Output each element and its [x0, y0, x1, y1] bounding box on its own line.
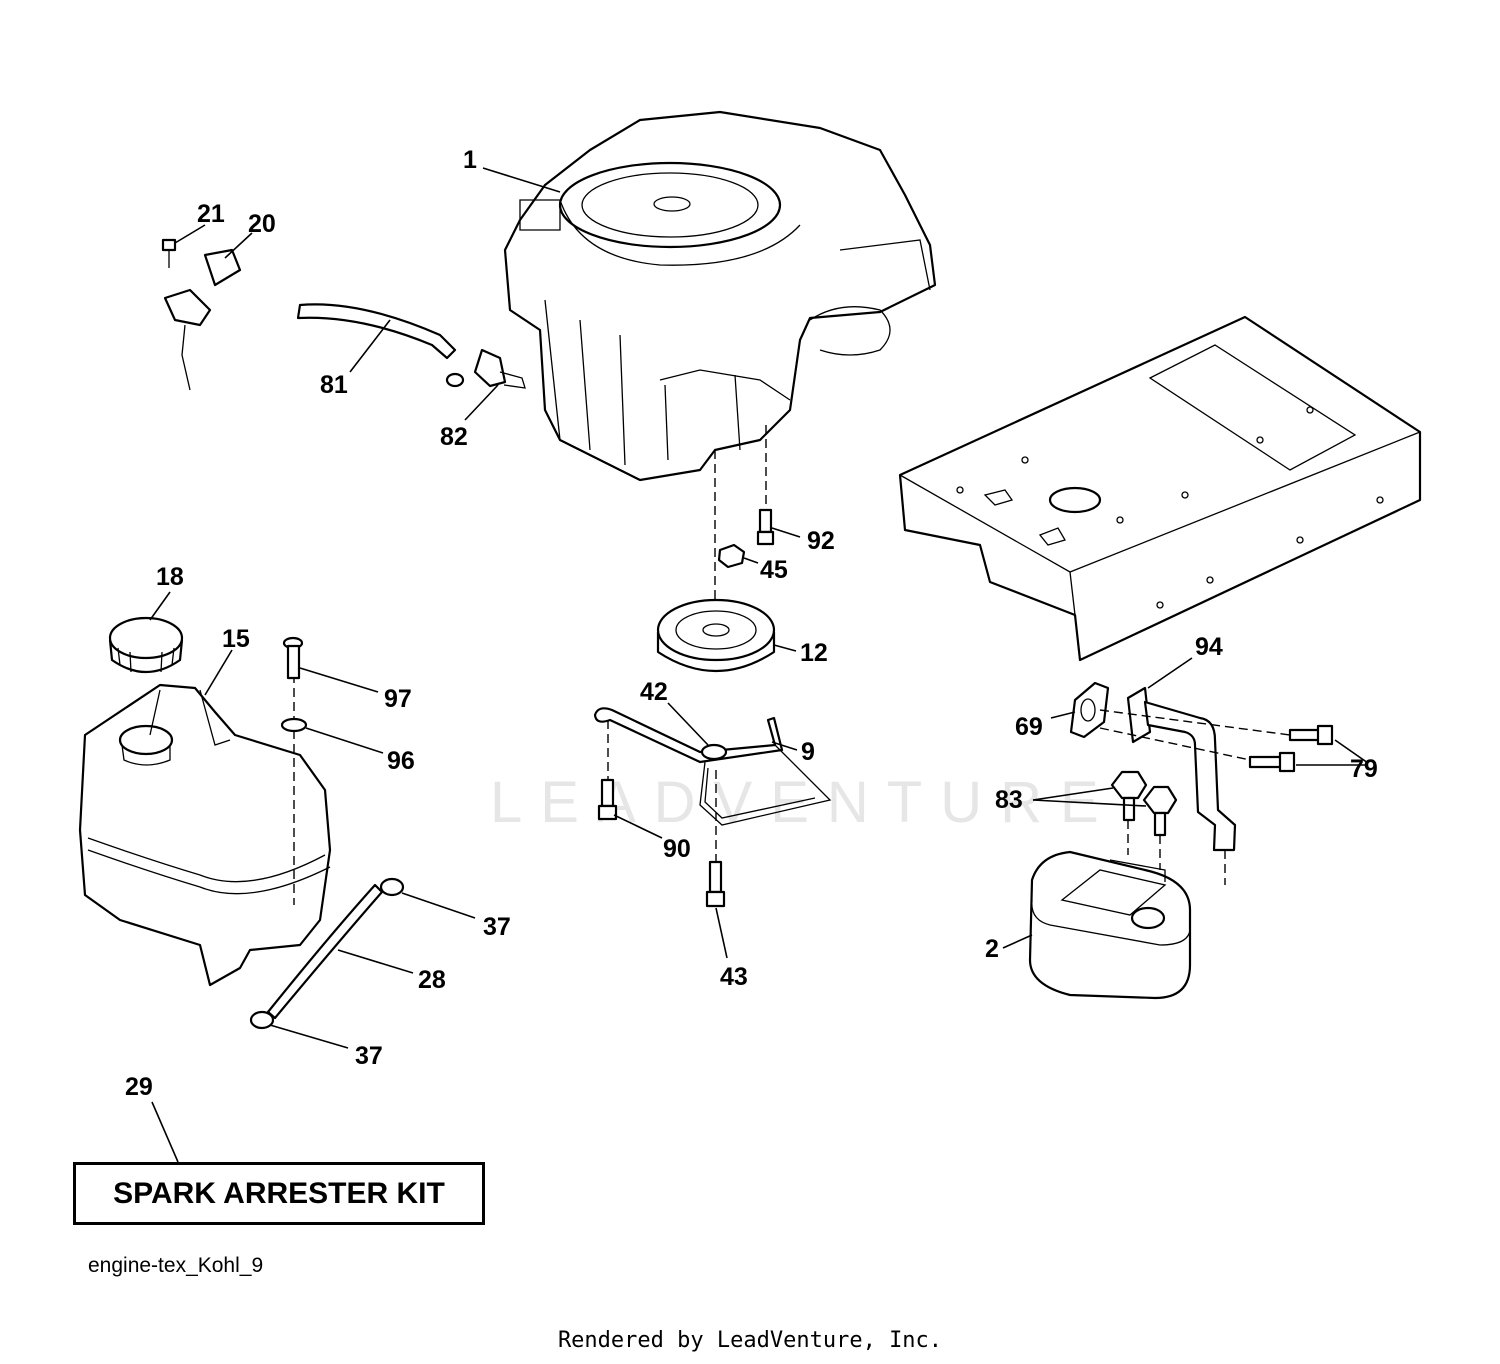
callout-92: 92: [807, 527, 835, 555]
callout-18: 18: [156, 563, 184, 591]
leader-37-upper: [401, 892, 476, 919]
screw-97-part: [282, 636, 304, 680]
callout-83: 83: [995, 786, 1023, 814]
callout-28: 28: [418, 966, 446, 994]
centerline-79-a: [1099, 709, 1291, 736]
leader-1: [482, 167, 561, 193]
callout-82: 82: [440, 423, 468, 451]
leader-37-lower: [269, 1024, 349, 1049]
leader-2: [1002, 934, 1033, 949]
screw-83-left-part: [1110, 770, 1148, 822]
bolt-79-upper-part: [1288, 724, 1334, 746]
leader-21: [174, 224, 206, 244]
leader-81: [349, 319, 391, 373]
belt-guide-part: [593, 707, 832, 826]
leader-18: [149, 591, 171, 621]
callout-81: 81: [320, 371, 348, 399]
mount-plate-part: [898, 315, 1422, 662]
callout-94: 94: [1195, 633, 1223, 661]
leader-92: [771, 527, 801, 538]
leader-83-b: [1032, 799, 1147, 807]
leader-90: [613, 814, 663, 839]
muffler-part: [1028, 850, 1192, 1000]
callout-42: 42: [640, 678, 668, 706]
fuel-tank-part: [78, 683, 332, 987]
render-credit: Rendered by LeadVenture, Inc.: [557, 1328, 943, 1353]
bolt-90-part: [597, 778, 618, 821]
callout-21: 21: [197, 200, 225, 228]
callout-45: 45: [760, 556, 788, 584]
fuel-hose-part: [266, 883, 384, 1020]
exhaust-pipe-part: [1126, 686, 1237, 852]
callout-43: 43: [720, 963, 748, 991]
bolt-43-part: [705, 860, 726, 908]
callout-37-upper: 37: [483, 913, 511, 941]
callout-96: 96: [387, 747, 415, 775]
gasket-69-part: [1069, 681, 1110, 739]
callout-15: 15: [222, 625, 250, 653]
leader-29: [151, 1101, 179, 1163]
leader-20: [224, 232, 253, 259]
callout-9: 9: [801, 738, 815, 766]
leader-79-a: [1334, 739, 1369, 764]
nut-45-part: [717, 543, 746, 569]
clamp-37-upper-part: [379, 877, 405, 897]
leader-12: [773, 644, 797, 652]
centerline-79-b: [1099, 727, 1251, 761]
spark-arrester-kit-box: SPARK ARRESTER KIT: [73, 1162, 485, 1225]
throttle-control-part: [161, 238, 242, 391]
screw-83-right-part: [1142, 785, 1178, 837]
bolt-92-part: [756, 508, 775, 546]
leader-82: [464, 384, 499, 421]
leader-15: [204, 649, 233, 696]
callout-37-lower: 37: [355, 1042, 383, 1070]
callout-12: 12: [800, 639, 828, 667]
leader-96: [305, 727, 384, 754]
callout-79: 79: [1350, 755, 1378, 783]
diagram-id: engine-tex_Kohl_9: [88, 1254, 264, 1277]
leader-42: [667, 702, 709, 746]
leader-43: [715, 907, 728, 959]
washer-42-part: [700, 743, 728, 761]
callout-2: 2: [985, 935, 999, 963]
callout-20: 20: [248, 210, 276, 238]
fuel-line-part: [296, 303, 457, 360]
leader-69: [1050, 711, 1076, 719]
callout-1: 1: [463, 146, 477, 174]
leader-45: [743, 557, 759, 564]
clamp-37-lower-part: [249, 1010, 275, 1030]
fuel-cap-part: [108, 616, 184, 673]
callout-90: 90: [663, 835, 691, 863]
washer-96-part: [280, 717, 308, 733]
spark-arrester-kit-label: SPARK ARRESTER KIT: [113, 1176, 445, 1210]
shutoff-valve-part: [445, 348, 526, 389]
leader-28: [337, 949, 414, 974]
callout-29: 29: [125, 1073, 153, 1101]
leader-94: [1147, 657, 1193, 689]
leader-9: [771, 741, 798, 751]
bolt-79-lower-part: [1248, 751, 1296, 773]
callout-69: 69: [1015, 713, 1043, 741]
engine-part: [503, 110, 937, 482]
leader-83-a: [1032, 787, 1114, 801]
callout-97: 97: [384, 685, 412, 713]
leader-97: [299, 667, 379, 693]
pulley-part: [656, 598, 776, 673]
